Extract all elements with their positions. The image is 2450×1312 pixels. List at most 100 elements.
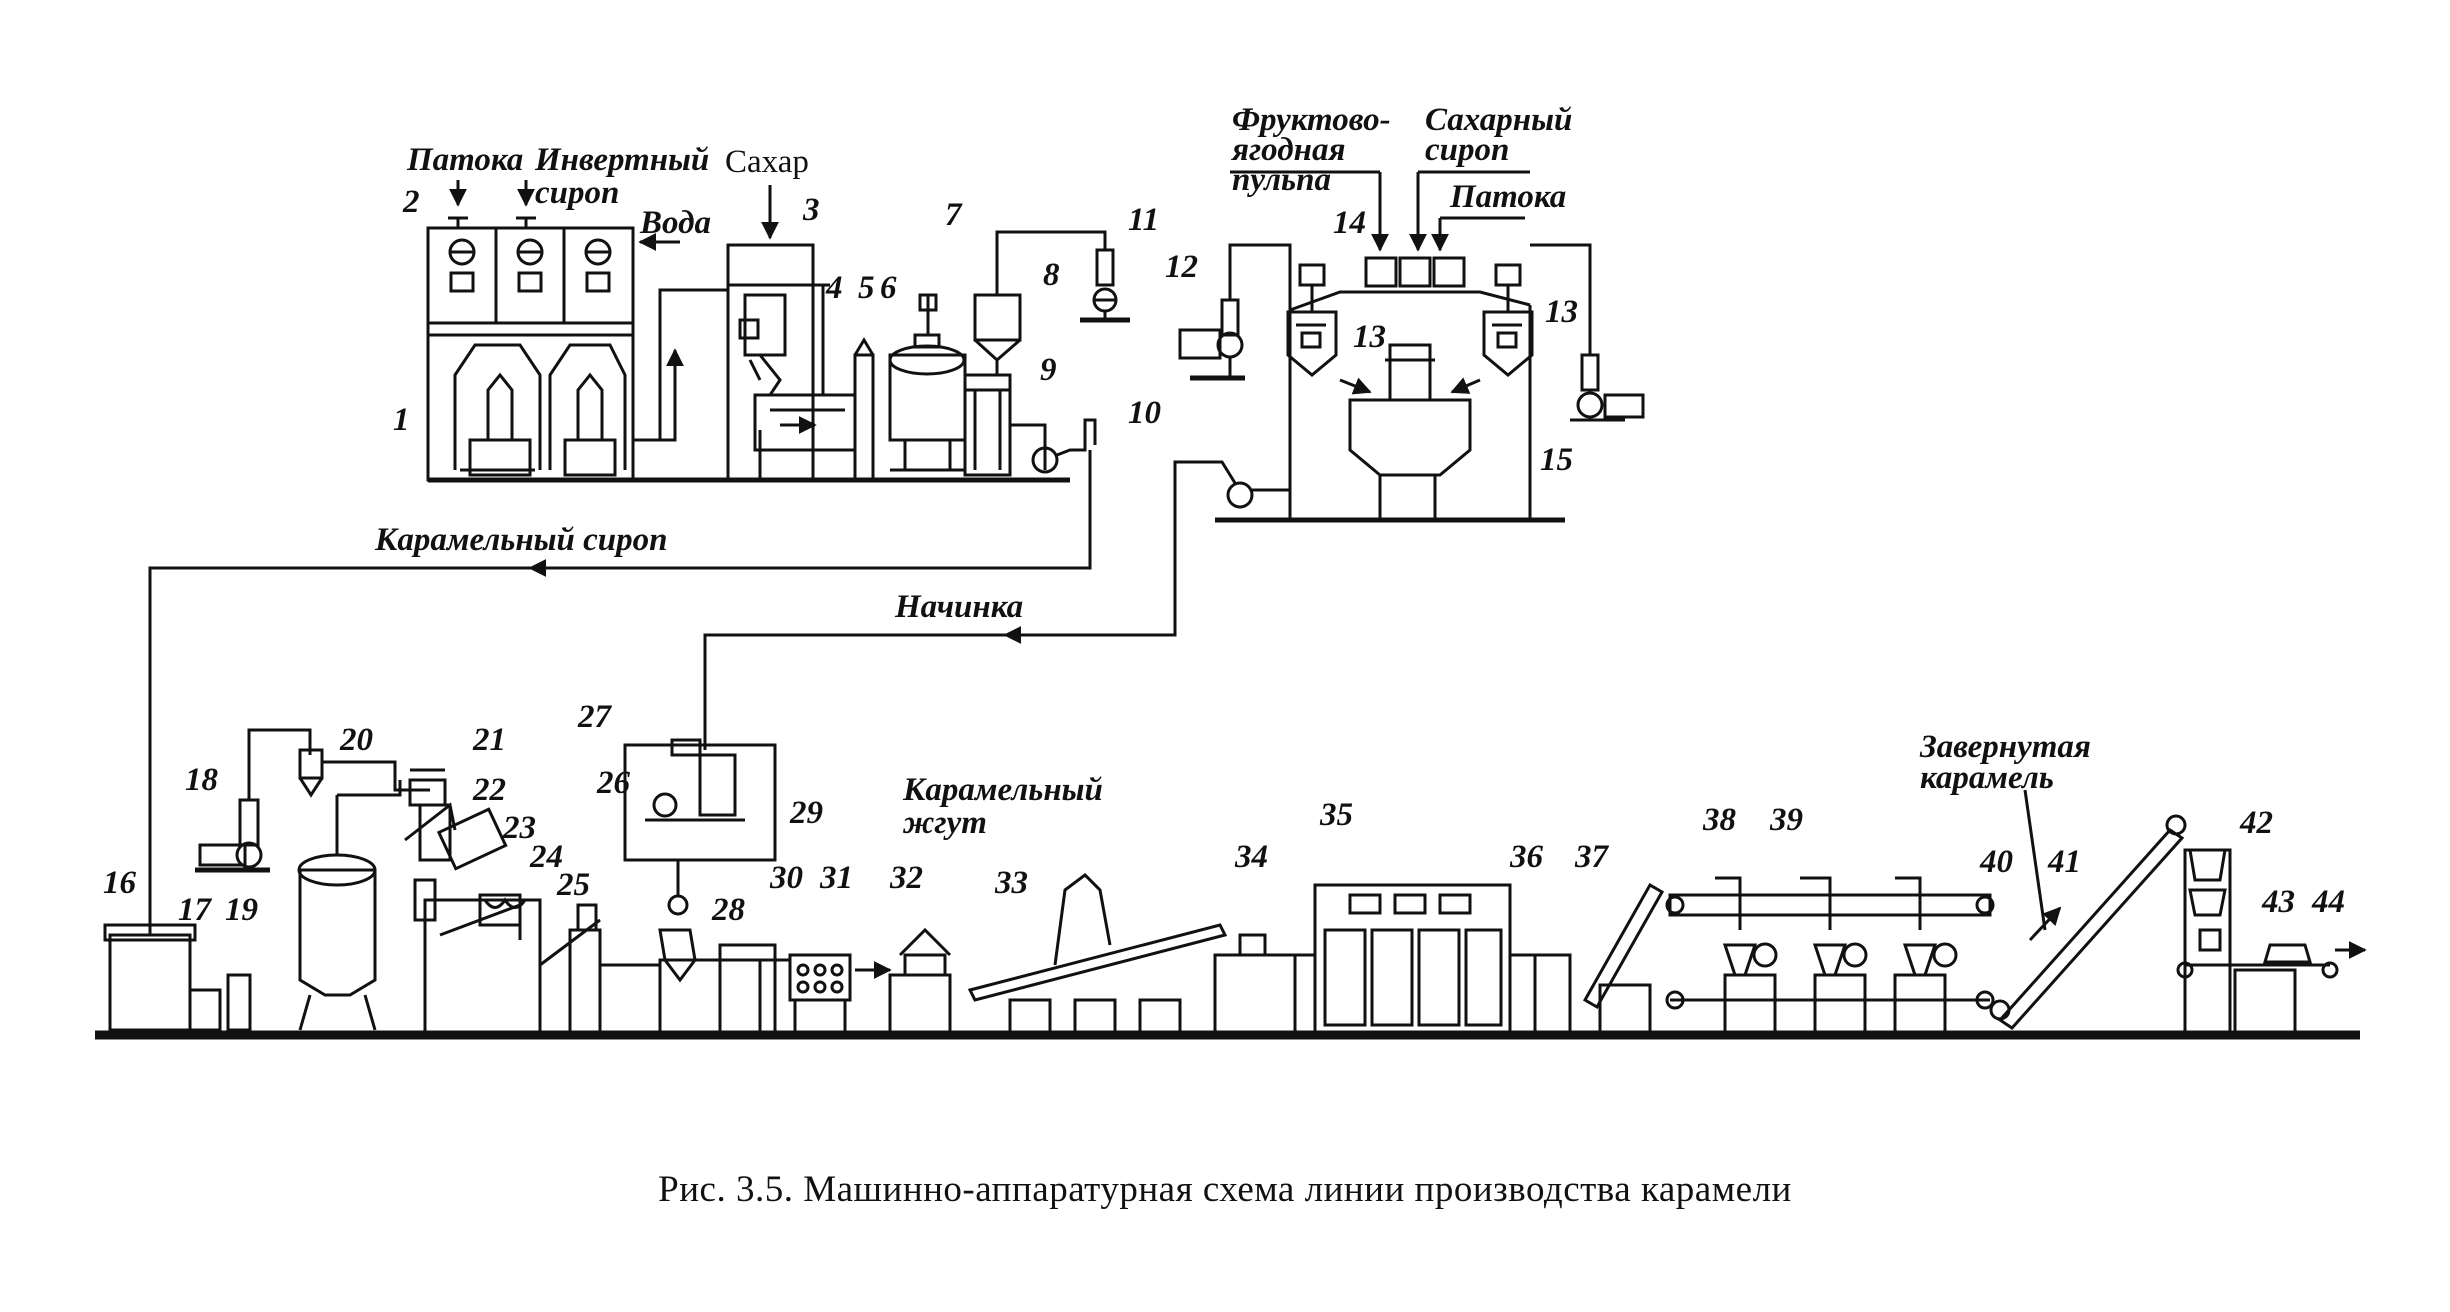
label-fruit-3: пульпа [1232, 162, 1331, 198]
cooker-6 [888, 353, 967, 442]
box-44 [2262, 943, 2313, 964]
flow-labels: Патока Инвертный сироп Вода Сахар Фрукто… [374, 102, 2091, 841]
label-caramel-rope-2: жгут [902, 805, 987, 841]
elevator-37 [1582, 882, 1665, 1010]
num-15: 15 [1540, 442, 1573, 478]
num-36: 36 [1509, 839, 1544, 875]
position-numbers: 1 2 3 4 5 6 7 8 9 10 11 12 13 13 14 15 1… [103, 184, 2345, 928]
num-40: 40 [1979, 844, 2013, 880]
label-wrapped-2: карамель [1920, 760, 2054, 796]
num-18: 18 [185, 762, 218, 798]
production-line [95, 728, 2367, 1040]
num-43: 43 [2261, 884, 2295, 920]
num-9: 9 [1040, 352, 1057, 388]
filling-pipe [703, 460, 1200, 750]
sizing-30 [718, 943, 777, 1037]
num-27: 27 [577, 699, 613, 735]
transfer-34 [1213, 953, 1297, 1037]
unit-21 [408, 778, 447, 807]
num-31: 31 [819, 860, 853, 896]
num-21: 21 [472, 722, 506, 758]
vacuum-18 [238, 798, 260, 847]
unit-22 [418, 803, 452, 862]
doser-14c [1432, 256, 1466, 288]
num-20: 20 [339, 722, 373, 758]
label-sakhar: Сахар [725, 144, 809, 180]
inclined-conveyor-41 [1997, 828, 2185, 1030]
label-sugar-syrup-2: сироп [1425, 132, 1509, 168]
label-patoka-right: Патока [1449, 179, 1566, 215]
forming-32 [898, 927, 952, 957]
pump-10a [1031, 446, 1059, 474]
label-invert-1: Инвертный [534, 142, 709, 178]
num-16: 16 [103, 865, 137, 901]
num-37: 37 [1574, 839, 1610, 875]
filling-station [1178, 170, 1645, 523]
doser-14a [1364, 256, 1398, 288]
num-19: 19 [225, 892, 258, 928]
num-44: 44 [2311, 884, 2345, 920]
label-fruit-2: ягодная [1230, 132, 1345, 168]
label-wrapped-1: Завернутая [1919, 729, 2091, 765]
label-invert-2: сироп [535, 175, 619, 211]
unit-27 [670, 738, 702, 757]
pump-17 [188, 988, 222, 1032]
sugar-hopper-3 [726, 243, 815, 287]
num-12: 12 [1165, 249, 1198, 285]
cooling-23 [423, 898, 542, 1037]
doser-14b [1398, 256, 1432, 288]
num-6: 6 [880, 270, 897, 306]
num-42: 42 [2239, 805, 2273, 841]
num-32: 32 [889, 860, 923, 896]
num-33: 33 [994, 865, 1028, 901]
num-29: 29 [789, 795, 823, 831]
column-5 [853, 353, 875, 482]
num-8: 8 [1043, 257, 1060, 293]
vacuum-11 [1095, 248, 1115, 287]
num-34: 34 [1234, 839, 1268, 875]
cooling-cabinet-35 [1313, 883, 1512, 1037]
num-22: 22 [472, 772, 506, 808]
label-caramel-rope-1: Карамельный [902, 772, 1103, 808]
receiver-8 [973, 293, 1022, 342]
num-11: 11 [1128, 202, 1159, 238]
cooling-conveyor-33 [967, 923, 1228, 1002]
tempering-24 [478, 893, 522, 927]
unit-36 [1533, 953, 1572, 1037]
label-fruit-1: Фруктово- [1232, 102, 1391, 138]
num-10: 10 [1128, 395, 1161, 431]
num-39: 39 [1769, 802, 1803, 838]
num-5: 5 [858, 270, 875, 306]
label-voda: Вода [639, 205, 711, 241]
num-35: 35 [1319, 797, 1353, 833]
num-25: 25 [556, 867, 590, 903]
tank-13a [1286, 310, 1338, 377]
label-caramel-syrup: Карамельный сироп [374, 522, 668, 558]
num-38: 38 [1702, 802, 1736, 838]
num-3: 3 [802, 192, 820, 228]
packing-42 [2183, 848, 2232, 1037]
label-sugar-syrup-1: Сахарный [1425, 102, 1572, 138]
separator-20 [298, 748, 324, 780]
num-28: 28 [711, 892, 745, 928]
num-30: 30 [769, 860, 803, 896]
syrup-tank-16 [108, 933, 192, 1032]
num-17: 17 [178, 892, 213, 928]
figure-caption: Рис. 3.5. Машинно-аппаратурная схема лин… [658, 1169, 1792, 1210]
num-41: 41 [2047, 844, 2081, 880]
mixer-15 [1348, 398, 1472, 477]
mixer-frame-1 [426, 321, 635, 482]
label-filling: Начинка [894, 589, 1023, 625]
pump-10b [1226, 481, 1254, 509]
num-7: 7 [945, 197, 963, 233]
collector-40 [1989, 999, 2011, 1021]
pipelines [148, 450, 1200, 935]
num-23: 23 [502, 810, 536, 846]
num-1: 1 [393, 402, 410, 438]
tank-13b [1482, 310, 1534, 377]
num-26: 26 [596, 765, 631, 801]
num-13b: 13 [1545, 294, 1578, 330]
cooker-19 [298, 868, 377, 997]
num-2: 2 [402, 184, 420, 220]
